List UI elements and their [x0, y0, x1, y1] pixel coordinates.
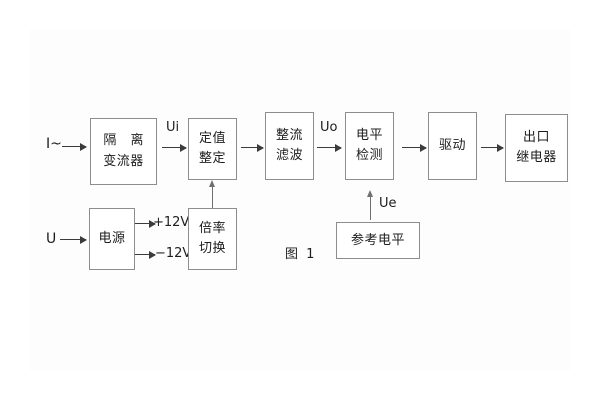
rail-negative-12v-label: −12V [155, 246, 192, 261]
signal-ue-arrow [367, 190, 373, 220]
block-level-detection-line-1: 电平 [355, 127, 383, 143]
level-to-driver-arrow [402, 143, 427, 152]
signal-uo-arrow [317, 143, 342, 152]
block-setting-value[interactable]: 定值 整定 [188, 118, 237, 180]
block-reference-level[interactable]: 参考电平 [336, 222, 420, 259]
block-output-relay-line-1: 出口 [522, 129, 550, 145]
block-output-relay-line-2: 继电器 [516, 150, 557, 165]
block-multiplier-switch-line-2: 切换 [198, 241, 226, 256]
rail-positive-12v-label: +12V [153, 215, 190, 230]
diagram-plate [30, 30, 570, 370]
voltage-input-arrow [64, 235, 87, 244]
block-rectify-filter-line-2: 滤波 [275, 148, 303, 163]
multiplier-to-setting-arrow [209, 180, 215, 208]
block-isolation-transformer-line-1: 隔 离 [103, 133, 149, 149]
block-output-relay[interactable]: 出口 继电器 [505, 114, 568, 182]
block-level-detection[interactable]: 电平 检测 [345, 112, 394, 180]
driver-to-relay-arrow [481, 143, 504, 152]
signal-uo-label: Uo [320, 120, 338, 135]
block-multiplier-switch[interactable]: 倍率 切换 [188, 208, 237, 270]
block-reference-level-line-1: 参考电平 [350, 232, 405, 248]
block-setting-value-line-2: 整定 [198, 151, 226, 166]
signal-ui-label: Ui [166, 120, 180, 135]
figure-caption: 图 1 [285, 247, 317, 262]
block-power-supply[interactable]: 电源 [89, 208, 135, 270]
signal-ui-arrow [162, 143, 187, 152]
block-rectify-filter[interactable]: 整流 滤波 [265, 112, 314, 180]
signal-ue-label: Ue [379, 196, 397, 211]
block-isolation-transformer-line-2: 变流器 [103, 153, 144, 169]
block-rectify-filter-line-1: 整流 [275, 127, 303, 143]
current-input-label: I~ [46, 136, 62, 152]
block-driver-line-1: 驱动 [438, 138, 466, 154]
rail-positive-12v-arrow [135, 219, 156, 228]
rail-negative-12v-arrow [135, 250, 156, 259]
block-level-detection-line-2: 检测 [355, 148, 383, 163]
setting-to-rectify-arrow [241, 143, 264, 152]
block-isolation-transformer[interactable]: 隔 离 变流器 [90, 118, 157, 185]
block-power-supply-line-1: 电源 [98, 231, 126, 247]
voltage-input-label: U [46, 231, 57, 247]
current-input-arrow [66, 142, 87, 151]
block-driver[interactable]: 驱动 [428, 112, 477, 180]
block-setting-value-line-1: 定值 [198, 130, 226, 146]
block-multiplier-switch-line-1: 倍率 [198, 220, 226, 236]
